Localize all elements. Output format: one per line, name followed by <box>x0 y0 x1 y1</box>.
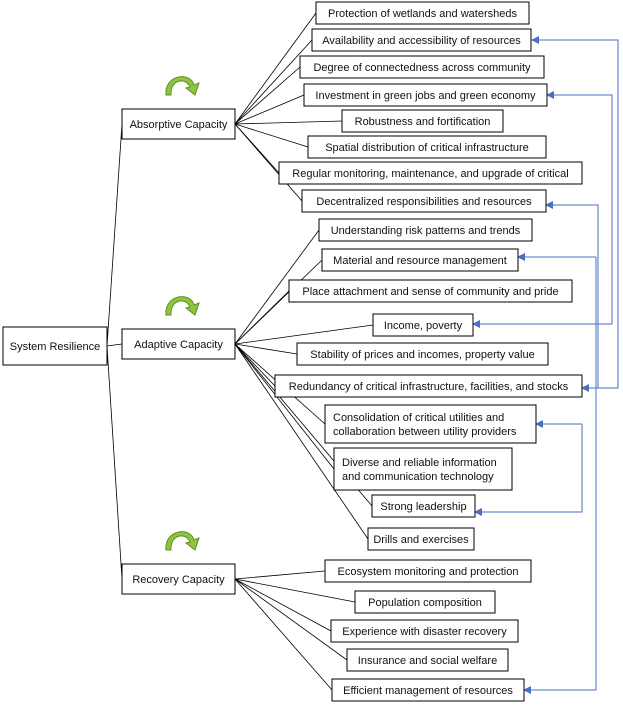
factor-label: Drills and exercises <box>373 534 469 546</box>
factor-stability-of-prices-and-incomes-property-value: Stability of prices and incomes, propert… <box>296 342 549 366</box>
capacity-label: Recovery Capacity <box>132 574 225 586</box>
factor-label: Place attachment and sense of community … <box>302 286 558 298</box>
factor-protection-of-wetlands-and-watersheds: Protection of wetlands and watersheds <box>315 1 530 25</box>
factor-connector <box>234 123 309 148</box>
factor-connector <box>234 343 335 470</box>
factor-label: Population composition <box>368 597 482 609</box>
factor-label: Ecosystem monitoring and protection <box>338 566 519 578</box>
factor-degree-of-connectedness-across-community: Degree of connectedness across community <box>299 55 545 79</box>
factor-connector <box>234 578 356 603</box>
nodes: System Resilience Absorptive Capacity Prot… <box>2 1 583 702</box>
factor-redundancy-of-critical-infrastructure-facilities-and-stocks: Redundancy of critical infrastructure, f… <box>274 374 583 398</box>
factor-connector <box>234 343 276 387</box>
cycle-arrow-icon <box>165 76 200 96</box>
factor-label: Spatial distribution of critical infrast… <box>325 142 529 154</box>
capacity-node-recovery-capacity: Recovery Capacity <box>121 563 236 595</box>
cycle-arrow-icon <box>165 296 200 316</box>
feedback-arrow <box>531 36 619 389</box>
factor-efficient-management-of-resources: Efficient management of resources <box>331 678 525 702</box>
factor-connector <box>234 123 303 202</box>
factor-label: Material and resource management <box>333 255 507 267</box>
factor-label: Strong leadership <box>380 501 466 513</box>
factor-population-composition: Population composition <box>354 590 496 614</box>
factor-material-and-resource-management: Material and resource management <box>321 248 519 272</box>
factor-ecosystem-monitoring-and-protection: Ecosystem monitoring and protection <box>324 559 532 583</box>
factor-label: Robustness and fortification <box>355 116 491 128</box>
factor-connector <box>234 120 343 125</box>
factor-label: Protection of wetlands and watersheds <box>328 8 517 20</box>
factor-connector <box>234 343 369 540</box>
factor-label: Stability of prices and incomes, propert… <box>310 349 534 361</box>
feedback-arrow <box>545 201 599 388</box>
factor-regular-monitoring-maintenance-and-upgrade-of-critical: Regular monitoring, maintenance, and upg… <box>278 161 583 185</box>
root-label: System Resilience <box>10 341 100 353</box>
factor-investment-in-green-jobs-and-green-economy: Investment in green jobs and green econo… <box>303 83 548 107</box>
root-connector <box>106 343 123 347</box>
factor-spatial-distribution-of-critical-infrastructure: Spatial distribution of critical infrast… <box>307 135 547 159</box>
factor-robustness-and-fortification: Robustness and fortification <box>341 109 504 133</box>
factor-label: Efficient management of resources <box>343 685 513 697</box>
factor-income-poverty: Income, poverty <box>372 313 474 337</box>
capacity-label: Absorptive Capacity <box>130 119 228 131</box>
capacity-node-adaptive-capacity: Adaptive Capacity <box>121 328 236 360</box>
factor-availability-and-accessibility-of-resources: Availability and accessibility of resour… <box>311 28 532 52</box>
feedback-arrows <box>472 36 619 694</box>
factor-experience-with-disaster-recovery: Experience with disaster recovery <box>330 619 519 643</box>
factor-connector <box>234 290 290 345</box>
feedback-arrow <box>523 257 597 694</box>
capacity-node-absorptive-capacity: Absorptive Capacity <box>121 108 236 140</box>
factor-label: Redundancy of critical infrastructure, f… <box>289 381 569 393</box>
factor-connector <box>234 66 301 125</box>
factor-label: Degree of connectedness across community <box>313 62 531 74</box>
factor-label: Availability and accessibility of resour… <box>322 35 521 47</box>
root-node: System Resilience <box>2 326 108 366</box>
root-connector <box>106 123 123 347</box>
factor-strong-leadership: Strong leadership <box>371 494 476 518</box>
factor-label: Understanding risk patterns and trends <box>331 225 521 237</box>
feedback-arrow <box>474 424 583 516</box>
factor-label: Experience with disaster recovery <box>342 626 507 638</box>
factor-connector <box>234 229 320 345</box>
factor-label: Income, poverty <box>384 320 463 332</box>
factor-connector <box>234 578 333 691</box>
factor-label: Decentralized responsibilities and resou… <box>316 196 532 208</box>
cycle-icons <box>165 76 200 551</box>
factor-label: Regular monitoring, maintenance, and upg… <box>292 168 568 180</box>
factor-connector <box>234 343 298 355</box>
factor-place-attachment-and-sense-of-community-and-pride: Place attachment and sense of community … <box>288 279 573 303</box>
cycle-arrow-icon <box>165 531 200 551</box>
factor-drills-and-exercises: Drills and exercises <box>367 527 475 551</box>
factor-understanding-risk-patterns-and-trends: Understanding risk patterns and trends <box>318 218 533 242</box>
factor-connector <box>234 324 374 345</box>
factor-connector <box>234 94 305 125</box>
factor-connector <box>234 570 326 580</box>
factor-label: Insurance and social welfare <box>358 655 497 667</box>
factor-decentralized-responsibilities-and-resources: Decentralized responsibilities and resou… <box>301 189 547 213</box>
factor-label: Investment in green jobs and green econo… <box>315 90 536 102</box>
capacity-label: Adaptive Capacity <box>134 339 223 351</box>
factor-connector <box>234 578 348 661</box>
factor-connector <box>234 39 313 125</box>
factor-insurance-and-social-welfare: Insurance and social welfare <box>346 648 509 672</box>
factor-connector <box>234 12 317 125</box>
root-connector <box>106 345 123 580</box>
factor-connector <box>234 578 332 632</box>
feedback-arrow <box>546 91 613 324</box>
